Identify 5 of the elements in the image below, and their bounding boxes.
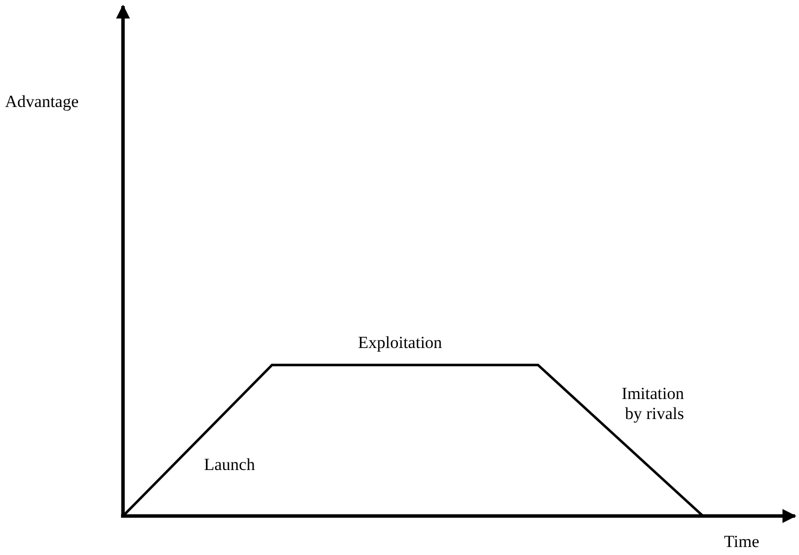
phase-label: Exploitation xyxy=(358,333,442,353)
phase-label: Launch xyxy=(204,455,255,475)
phase-label: Imitation by rivals xyxy=(620,384,684,424)
axis-label: Advantage xyxy=(5,92,79,112)
axis-label: Time xyxy=(724,532,760,552)
